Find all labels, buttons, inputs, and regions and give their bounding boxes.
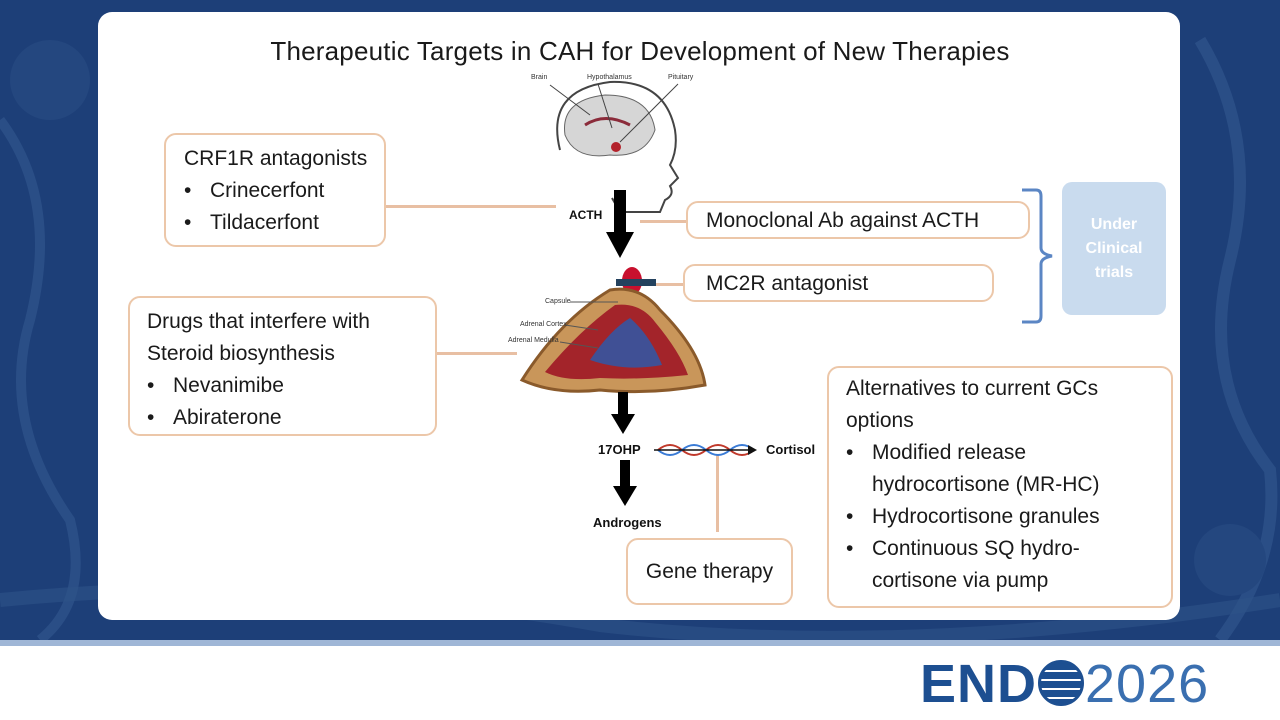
list-item-continued: cortisone via pump — [872, 569, 1049, 592]
arrow-androgens-down — [613, 460, 637, 506]
mc2r-antagonist-box: MC2R antagonist — [683, 264, 994, 302]
list-item: •Modified release — [846, 441, 1027, 464]
list-item: •Tildacerfont — [184, 211, 319, 234]
endo-logo: END 2026 — [920, 654, 1209, 714]
arrow-acth-down — [606, 190, 634, 258]
slide-title: Therapeutic Targets in CAH for Developme… — [270, 36, 1010, 66]
crf1r-heading: CRF1R antagonists — [184, 147, 368, 170]
gene-therapy-box: Gene therapy — [626, 538, 793, 605]
adrenal-gland-illustration — [519, 287, 707, 394]
globe-icon — [1038, 660, 1085, 706]
crf1r-antagonists-box: CRF1R antagonists •Crinecerfont •Tildace… — [164, 133, 386, 247]
head-illustration — [549, 80, 680, 213]
mc2r-receptor-icon — [616, 267, 656, 295]
label-pituitary: Pituitary — [668, 74, 694, 81]
arrow-adrenal-down — [611, 392, 635, 434]
dna-helix-arrow — [654, 444, 757, 456]
pituitary-mark — [611, 142, 621, 152]
list-item: •Continuous SQ hydro- — [846, 537, 1080, 560]
list-item: •Nevanimibe — [147, 374, 284, 397]
label-brain: Brain — [531, 74, 548, 81]
alternatives-heading-1: Alternatives to current GCs — [846, 377, 1099, 400]
label-acth: ACTH — [569, 208, 603, 222]
steroid-biosynthesis-box: Drugs that interfere with Steroid biosyn… — [128, 296, 437, 436]
label-17ohp: 17OHP — [598, 442, 641, 457]
logo-word: END — [920, 654, 1038, 714]
list-item: •Hydrocortisone granules — [846, 505, 1100, 528]
steroid-heading-1: Drugs that interfere with — [147, 310, 370, 333]
connector-mab — [640, 220, 687, 223]
logo-year: 2026 — [1085, 654, 1210, 714]
label-androgens: Androgens — [593, 515, 662, 530]
list-item-continued: hydrocortisone (MR-HC) — [872, 473, 1100, 496]
label-adrenal-medulla: Adrenal Medulla — [508, 337, 559, 344]
connector-steroid — [437, 352, 517, 355]
label-capsule: Capsule — [545, 298, 571, 305]
alternatives-heading-2: options — [846, 409, 914, 432]
label-adrenal-cortex: Adrenal Cortex — [520, 321, 567, 328]
steroid-heading-2: Steroid biosynthesis — [147, 342, 335, 365]
connector-mc2r — [656, 283, 684, 286]
under-clinical-trials-badge: Under Clinical trials — [1062, 182, 1166, 315]
clinical-trials-bracket — [1022, 188, 1053, 324]
label-hypothalamus: Hypothalamus — [587, 74, 632, 81]
label-cortisol: Cortisol — [766, 442, 816, 457]
list-item: •Crinecerfont — [184, 179, 325, 202]
connector-crf1r — [386, 205, 556, 208]
connector-gene — [716, 455, 719, 532]
list-item: •Abiraterone — [147, 406, 282, 429]
alternatives-box: Alternatives to current GCs options •Mod… — [827, 366, 1173, 608]
monoclonal-ab-box: Monoclonal Ab against ACTH — [686, 201, 1030, 239]
